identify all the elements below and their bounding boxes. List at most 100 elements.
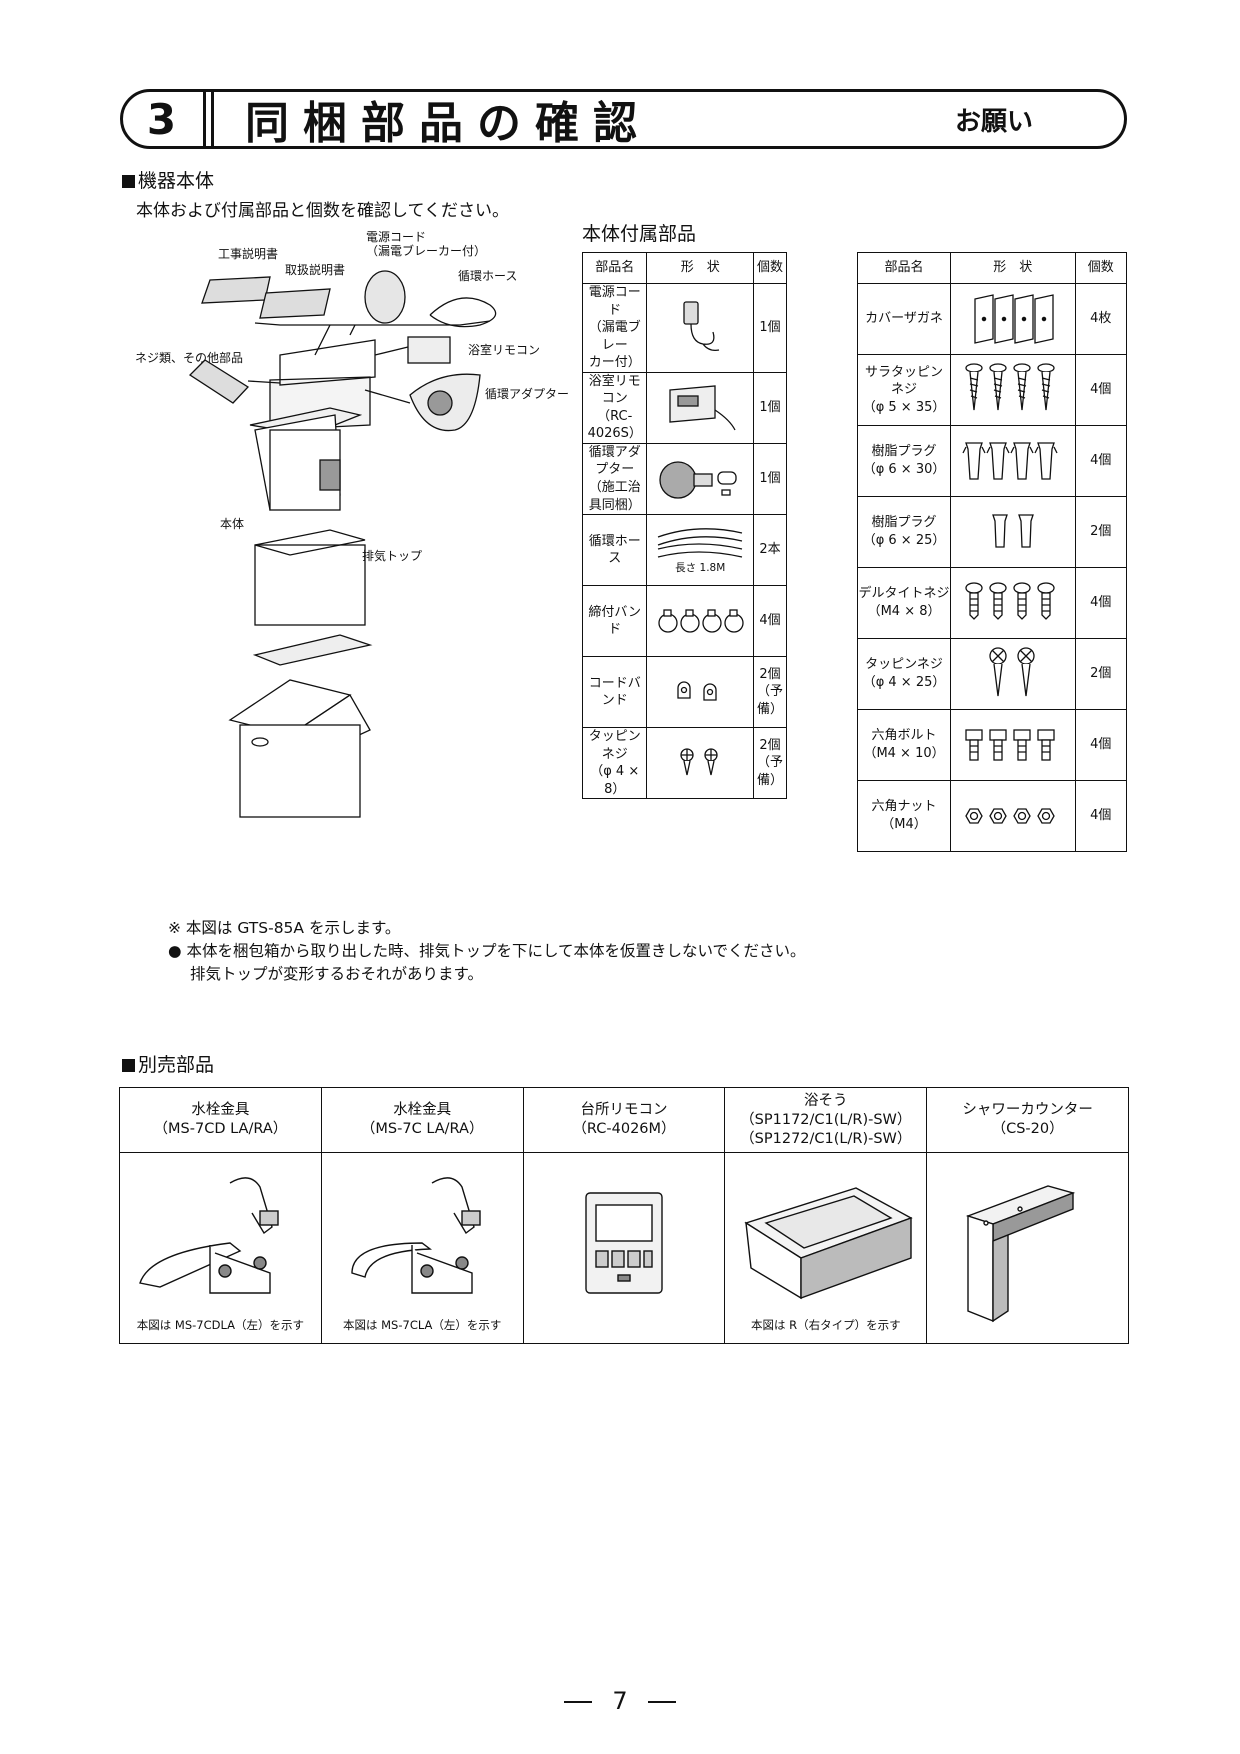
part-count: 4枚	[1074, 283, 1128, 355]
table-row: 六角ボルト （M4 × 10） 4個	[856, 709, 1128, 781]
col-shape: 形 状	[646, 252, 754, 284]
part-name: カバーザガネ	[856, 283, 952, 355]
optional-part-name: 浴そう （SP1172/C1(L/R)-SW） （SP1272/C1(L/R)-…	[724, 1087, 928, 1153]
part-count: 2個	[1074, 496, 1128, 568]
main-unit-section-title: 機器本体	[122, 166, 214, 193]
col-shape: 形 状	[950, 252, 1076, 284]
part-count: 4個	[1074, 567, 1128, 639]
part-name: 電源コード （漏電ブレー カー付）	[581, 283, 648, 373]
part-count: 2本	[752, 514, 788, 587]
col-part-name: 部品名	[581, 252, 648, 284]
table-row: サラタッピン ネジ （φ 5 × 35） 4個	[856, 354, 1128, 426]
optional-part-name: シャワーカウンター （CS-20）	[926, 1087, 1129, 1153]
optional-parts-title-text: 別売部品	[138, 1054, 215, 1076]
long-tapping-screw-icon	[950, 638, 1076, 710]
request-tag: お願い	[955, 106, 1034, 137]
optional-parts-table: 水栓金具 （MS-7CD LA/RA） 水栓金具 （MS-7C LA/RA） 台…	[119, 1087, 1129, 1344]
resin-plug-short-icon	[950, 496, 1076, 568]
kitchen-remote-icon	[522, 1152, 726, 1344]
clamp-band-icon	[646, 585, 754, 658]
optional-part-caption: 本図は MS-7CDLA（左）を示す	[136, 1318, 305, 1332]
part-name: 浴室リモコン （RC-4026S）	[581, 371, 648, 444]
part-count: 4個	[1074, 354, 1128, 426]
section-number: 3	[120, 89, 206, 149]
table-row: 六角ナット （M4） 4個	[856, 780, 1128, 852]
label-adapter: 循環アダプター	[485, 387, 570, 401]
optional-part-name: 台所リモコン （RC-4026M）	[522, 1087, 726, 1153]
faucet-short-icon: 本図は MS-7CLA（左）を示す	[320, 1152, 524, 1344]
col-count: 個数	[1074, 252, 1128, 284]
table-row: カバーザガネ 4枚	[856, 283, 1128, 355]
optional-part-caption: 本図は MS-7CLA（左）を示す	[342, 1318, 502, 1332]
table-row: 電源コード （漏電ブレー カー付） 1個	[581, 283, 788, 373]
part-count: 4個	[752, 585, 788, 658]
label-power-cord: 電源コード （漏電ブレーカー付）	[366, 230, 487, 258]
cover-plate-icon	[950, 283, 1076, 355]
remote-icon	[646, 371, 754, 444]
table-row: 締付バンド 4個	[581, 585, 788, 658]
part-count: 4個	[1074, 780, 1128, 852]
warning-note-cont: 排気トップが変形するおそれがあります。	[190, 965, 483, 983]
illustration-note: ※ 本図は GTS-85A を示します。	[168, 919, 401, 937]
optional-parts-image-row: 本図は MS-7CDLA（左）を示す 本図は MS-7CLA（左）を示す 本図は…	[119, 1152, 1129, 1344]
bathtub-icon: 本図は R（右タイプ）を示す	[724, 1152, 928, 1344]
page-number: 7	[0, 1687, 1240, 1715]
accessories-heading: 本体付属部品	[582, 223, 697, 245]
label-construction-manual: 工事説明書	[218, 247, 279, 261]
part-name: サラタッピン ネジ （φ 5 × 35）	[856, 354, 952, 426]
part-name: 締付バンド	[581, 585, 648, 658]
part-count: 2個 （予備）	[752, 727, 788, 800]
part-count: 2個 （予備）	[752, 656, 788, 729]
part-name: 樹脂プラグ （φ 6 × 25）	[856, 496, 952, 568]
hose-length-caption: 長さ 1.8M	[675, 562, 726, 575]
label-exhaust-top: 排気トップ	[362, 549, 423, 563]
part-name: タッピンネジ （φ 4 × 8）	[581, 727, 648, 800]
shower-counter-icon	[926, 1152, 1129, 1344]
table-row: 樹脂プラグ （φ 6 × 30） 4個	[856, 425, 1128, 497]
table-row: コードバンド 2個 （予備）	[581, 656, 788, 729]
table-row: 樹脂プラグ （φ 6 × 25） 2個	[856, 496, 1128, 568]
square-bullet-icon	[122, 1059, 135, 1072]
table-row: 循環ホース 長さ 1.8M 2本	[581, 514, 788, 587]
dash-right	[647, 1701, 676, 1703]
square-bullet-icon	[122, 175, 135, 188]
col-count: 個数	[752, 252, 788, 284]
optional-parts-section-title: 別売部品	[122, 1050, 214, 1077]
part-count: 1個	[752, 442, 788, 516]
header-divider	[211, 89, 214, 149]
resin-plug-icon	[950, 425, 1076, 497]
countersunk-screw-icon	[950, 354, 1076, 426]
unit-illustration	[188, 270, 497, 818]
label-circulation-hose: 循環ホース	[458, 269, 518, 283]
page-title: 同梱部品の確認	[245, 98, 651, 149]
page-number-text: 7	[612, 1687, 628, 1715]
part-name: 樹脂プラグ （φ 6 × 30）	[856, 425, 952, 497]
warning-note: ● 本体を梱包箱から取り出した時、排気トップを下にして本体を仮置きしないでくださ…	[168, 942, 806, 960]
table-row: タッピンネジ （φ 4 × 8） 2個 （予備）	[581, 727, 788, 800]
optional-part-name: 水栓金具 （MS-7CD LA/RA）	[119, 1087, 322, 1153]
label-user-manual: 取扱説明書	[285, 263, 346, 277]
table-row: デルタイトネジ （M4 × 8） 4個	[856, 567, 1128, 639]
part-name: 六角ナット （M4）	[856, 780, 952, 852]
part-count: 1個	[752, 283, 788, 373]
optional-part-name: 水栓金具 （MS-7C LA/RA）	[320, 1087, 524, 1153]
label-bath-remote: 浴室リモコン	[468, 343, 541, 357]
adapter-icon	[646, 442, 754, 516]
hose-icon: 長さ 1.8M	[646, 514, 754, 587]
main-unit-intro: 本体および付属部品と個数を確認してください。	[136, 201, 509, 221]
part-count: 1個	[752, 371, 788, 444]
section-header	[120, 89, 1127, 149]
part-count: 4個	[1074, 425, 1128, 497]
hex-bolt-icon	[950, 709, 1076, 781]
part-name: 六角ボルト （M4 × 10）	[856, 709, 952, 781]
table-row: 循環アダプター （施工治具同梱） 1個	[581, 442, 788, 516]
part-count: 2個	[1074, 638, 1128, 710]
label-screws: ネジ類、その他部品	[135, 351, 244, 365]
part-count: 4個	[1074, 709, 1128, 781]
part-name: 循環アダプター （施工治具同梱）	[581, 442, 648, 516]
label-body: 本体	[220, 517, 245, 531]
part-name: デルタイトネジ （M4 × 8）	[856, 567, 952, 639]
main-unit-title-text: 機器本体	[138, 170, 215, 192]
optional-part-caption: 本図は R（右タイプ）を示す	[750, 1318, 901, 1332]
deltite-screw-icon	[950, 567, 1076, 639]
